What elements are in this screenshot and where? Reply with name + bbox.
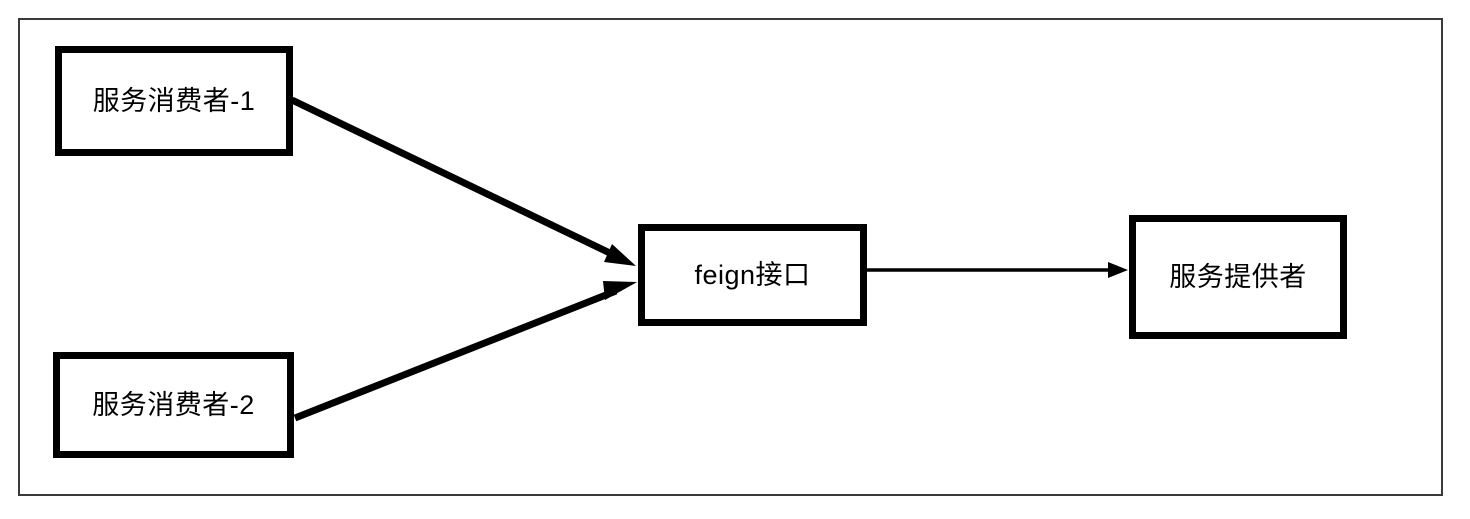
node-provider[interactable]: 服务提供者	[1129, 215, 1347, 339]
node-consumer-1-label: 服务消费者-1	[92, 85, 256, 116]
node-consumer-1[interactable]: 服务消费者-1	[55, 46, 293, 156]
node-provider-label: 服务提供者	[1169, 261, 1307, 292]
node-consumer-2-label: 服务消费者-2	[92, 389, 255, 420]
node-feign-label: feign接口	[694, 259, 811, 290]
node-consumer-2[interactable]: 服务消费者-2	[53, 352, 294, 458]
node-feign[interactable]: feign接口	[638, 224, 867, 326]
